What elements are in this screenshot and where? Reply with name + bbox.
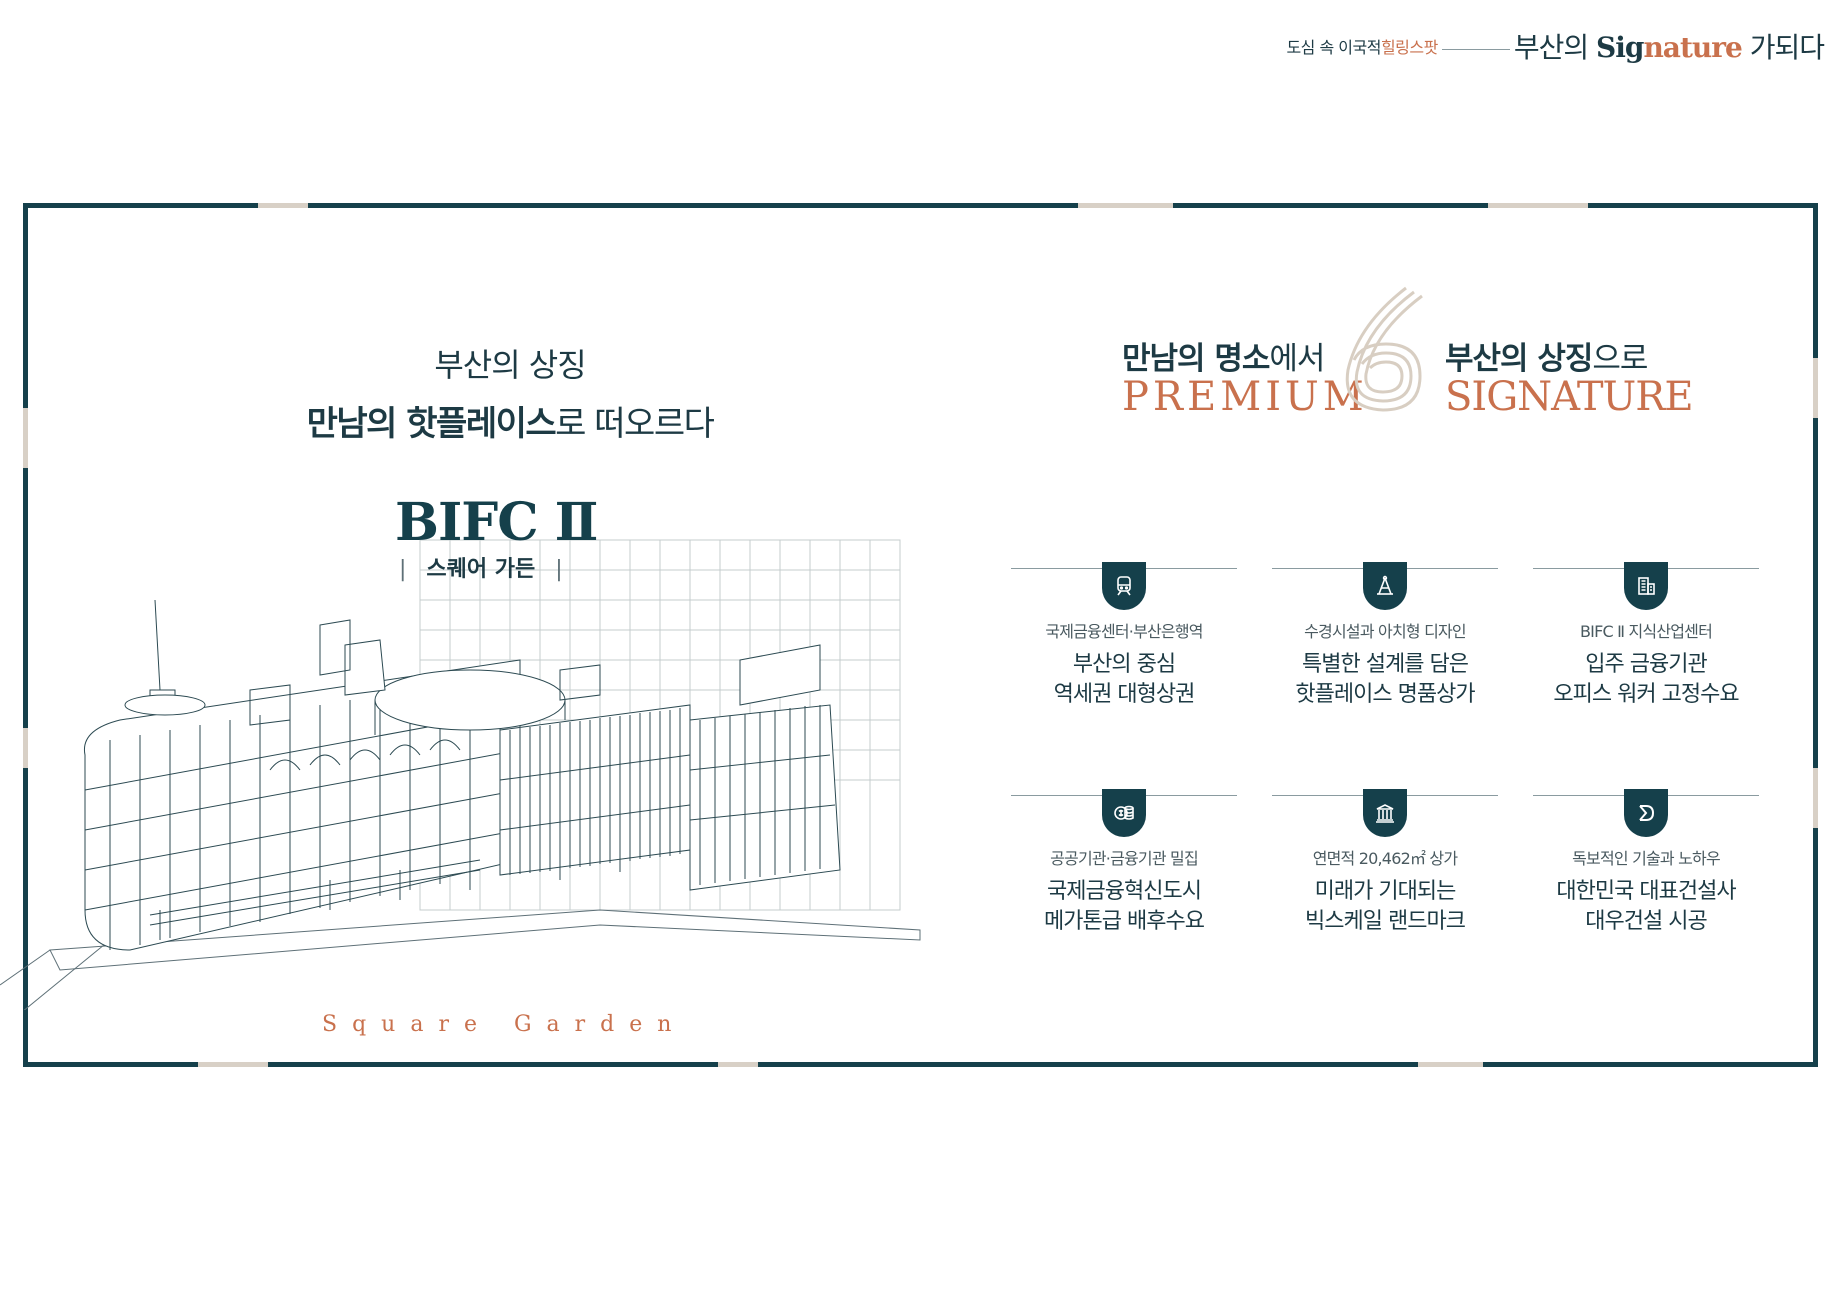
feature-card: 독보적인 기술과 노하우 대한민국 대표건설사 대우건설 시공	[1533, 789, 1759, 989]
bifc-logo: BIFC Ⅱ	[395, 492, 599, 553]
frame-accent	[1078, 203, 1173, 208]
feature-line2: 메가톤급 배후수요	[1044, 909, 1205, 934]
feature-line1: 부산의 중심	[1072, 652, 1176, 677]
frame-accent	[718, 1062, 758, 1067]
right-heading-right-rest: 으로	[1592, 341, 1648, 377]
office-building-icon	[1638, 577, 1655, 595]
frame-accent	[1813, 768, 1818, 828]
feature-badge	[1624, 789, 1668, 837]
feature-line2: 핫플레이스 명품상가	[1295, 682, 1475, 707]
feature-line1: 특별한 설계를 담은	[1302, 652, 1469, 677]
square-garden-caption: Square Garden	[322, 1012, 687, 1037]
bifc-logo-subtitle: | 스퀘어 가든 |	[395, 551, 563, 583]
header-divider	[1441, 48, 1510, 50]
logo-subtitle-text: 스퀘어 가든	[426, 557, 536, 582]
header-title-prefix: 부산의	[1513, 31, 1597, 64]
right-heading-right-bold: 부산의 상징	[1445, 341, 1593, 377]
feature-label: 수경시설과 아치형 디자인	[1304, 622, 1467, 641]
feature-badge	[1363, 562, 1407, 610]
right-heading-left-rest: 에서	[1269, 341, 1325, 377]
feature-line2: 대우건설 시공	[1585, 909, 1707, 934]
header-tagline: 도심 속 이국적	[1286, 38, 1381, 57]
signature-label: SIGNATURE	[1445, 374, 1694, 420]
feature-card: 수경시설과 아치형 디자인 특별한 설계를 담은 핫플레이스 명품상가	[1272, 562, 1498, 762]
feature-line1: 입주 금융기관	[1585, 652, 1707, 677]
left-title-line1: 부산의 상징	[434, 346, 586, 384]
feature-line1: 미래가 기대되는	[1314, 879, 1457, 904]
feature-line2: 오피스 워커 고정수요	[1553, 682, 1739, 707]
left-title-line2-rest: 로 떠오르다	[555, 404, 715, 444]
header-title-suffix: 가되다	[1741, 31, 1825, 64]
feature-label: BIFC Ⅱ 지식산업센터	[1579, 622, 1713, 641]
landmark-icon	[1376, 804, 1394, 823]
feature-label: 독보적인 기술과 노하우	[1572, 849, 1721, 868]
feature-line1: 국제금융혁신도시	[1047, 879, 1202, 904]
feature-line2: 역세권 대형상권	[1053, 682, 1196, 707]
feature-line1: 대한민국 대표건설사	[1556, 879, 1736, 904]
feature-badge	[1363, 789, 1407, 837]
feature-label: 연면적 20,462㎡ 상가	[1312, 849, 1458, 868]
design-compass-icon	[1377, 575, 1393, 595]
header-tagline-highlight: 힐링스팟	[1380, 38, 1438, 57]
logo-divider-left: |	[399, 557, 407, 582]
feature-label: 공공기관·금융기관 밀집	[1050, 849, 1199, 868]
building-illustration	[0, 539, 921, 1010]
right-heading-right: 부산의 상징으로	[1445, 333, 1648, 378]
frame-accent	[1488, 203, 1588, 208]
feature-card: 연면적 20,462㎡ 상가 미래가 기대되는 빅스케일 랜드마크	[1272, 789, 1498, 989]
frame-accent	[1813, 358, 1818, 418]
header-title-nature: nature	[1643, 31, 1742, 64]
feature-badge	[1624, 562, 1668, 610]
left-title: 부산의 상징 만남의 핫플레이스로 떠오르다	[300, 340, 720, 445]
page-header: 도심 속 이국적 힐링스팟 부산의 Signature 가되다	[1286, 26, 1825, 66]
logo-divider-right: |	[555, 557, 563, 582]
left-title-line2: 만남의 핫플레이스로 떠오르다	[300, 396, 720, 445]
frame-accent	[23, 728, 28, 768]
frame-accent	[1418, 1062, 1483, 1067]
right-heading-left-bold: 만남의 명소	[1122, 341, 1270, 377]
right-heading-left: 만남의 명소에서	[1122, 333, 1325, 378]
content-frame	[23, 203, 1818, 1067]
daewoo-logo-icon	[1639, 805, 1655, 821]
header-title-sig: Sig	[1596, 31, 1644, 64]
frame-accent	[23, 408, 28, 468]
feature-card: 국제금융센터·부산은행역 부산의 중심 역세권 대형상권	[1011, 562, 1237, 762]
big-number-six: 6	[1345, 286, 1423, 412]
coins-icon	[1114, 805, 1134, 820]
feature-label: 국제금융센터·부산은행역	[1045, 622, 1203, 641]
feature-badge	[1102, 562, 1146, 610]
frame-accent	[258, 203, 308, 208]
feature-badge	[1102, 789, 1146, 837]
frame-accent	[198, 1062, 268, 1067]
feature-card: BIFC Ⅱ 지식산업센터 입주 금융기관 오피스 워커 고정수요	[1533, 562, 1759, 762]
left-title-line2-bold: 만남의 핫플레이스	[306, 404, 557, 444]
feature-line2: 빅스케일 랜드마크	[1305, 909, 1466, 934]
premium-label: PREMIUM	[1122, 374, 1368, 420]
train-icon	[1117, 576, 1131, 596]
header-title: 부산의 Signature 가되다	[1513, 26, 1825, 66]
feature-card: 공공기관·금융기관 밀집 국제금융혁신도시 메가톤급 배후수요	[1011, 789, 1237, 989]
